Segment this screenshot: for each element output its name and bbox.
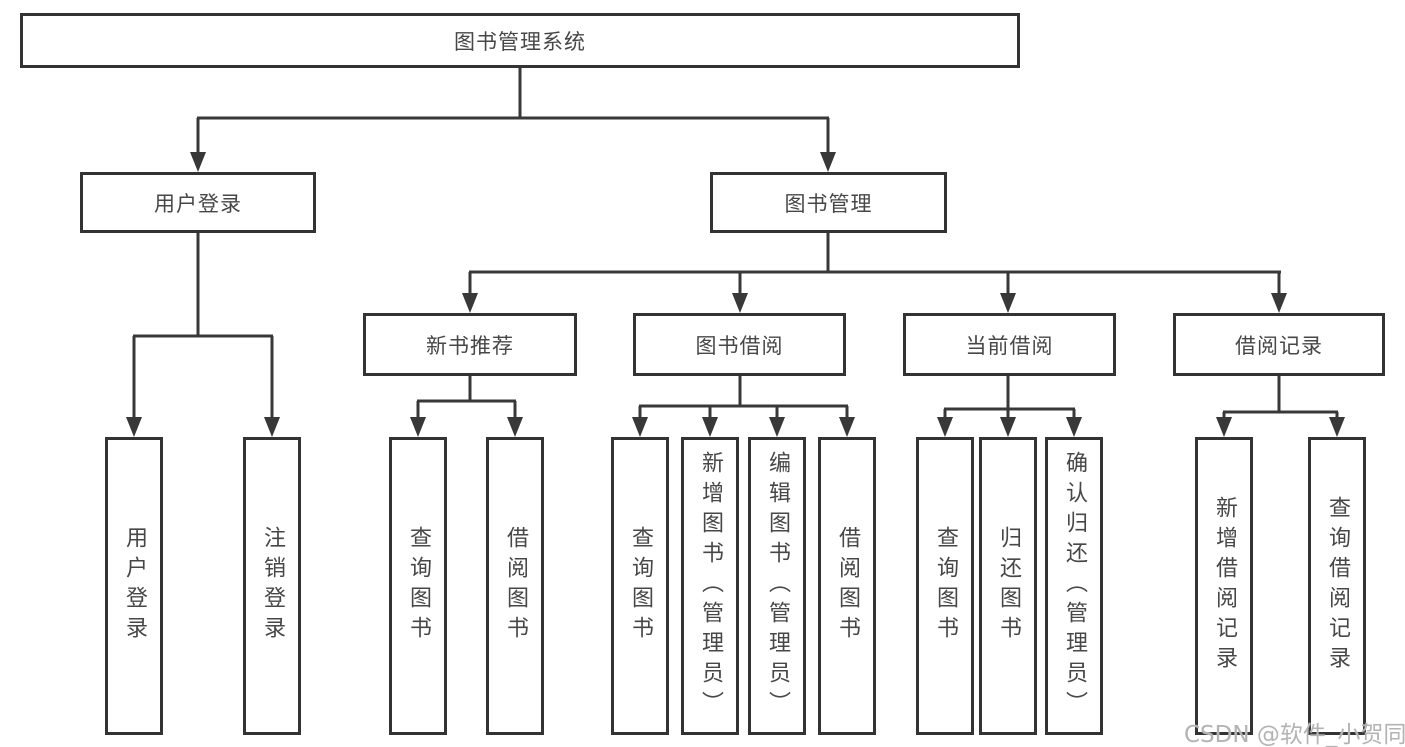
leaf-user-login: 用户登录 bbox=[105, 437, 163, 735]
connector-new-books-to-leaves bbox=[410, 375, 523, 437]
node-label: 新书推荐 bbox=[426, 333, 514, 358]
node-new-book-recommendation: 新书推荐 bbox=[363, 313, 577, 376]
connector-book-management-to-level2 bbox=[462, 231, 1287, 313]
connector-borrow-records-to-leaves bbox=[1216, 375, 1345, 437]
leaf-add-borrow-record: 新增借阅记录 bbox=[1195, 437, 1253, 735]
leaf-label: 查询图书 bbox=[933, 526, 958, 646]
node-book-management: 图书管理 bbox=[710, 172, 947, 233]
leaf-query-borrow-record: 查询借阅记录 bbox=[1308, 437, 1366, 735]
leaf-label: 归还图书 bbox=[996, 526, 1021, 646]
leaf-logout: 注销登录 bbox=[243, 437, 301, 735]
node-label: 当前借阅 bbox=[965, 333, 1054, 358]
connector-current-borrow-to-leaves bbox=[937, 375, 1082, 437]
connector-book-borrow-to-leaves bbox=[632, 375, 855, 437]
connector-user-login-to-leaves bbox=[126, 231, 280, 437]
node-library-management-system: 图书管理系统 bbox=[20, 13, 1020, 68]
node-label: 用户登录 bbox=[154, 191, 242, 216]
leaf-label: 用户登录 bbox=[122, 526, 147, 646]
leaf-edit-book-admin: 编辑图书（管理员） bbox=[748, 437, 806, 735]
leaf-label: 查询图书 bbox=[628, 526, 653, 646]
leaf-add-book-admin: 新增图书（管理员） bbox=[681, 437, 739, 735]
leaf-borrow-books: 借阅图书 bbox=[818, 437, 876, 735]
leaf-confirm-return-admin: 确认归还（管理员） bbox=[1045, 437, 1103, 735]
leaf-return-books: 归还图书 bbox=[979, 437, 1037, 735]
leaf-label: 确认归还（管理员） bbox=[1062, 451, 1087, 721]
leaf-label: 查询图书 bbox=[406, 526, 431, 646]
leaf-label: 新增图书（管理员） bbox=[698, 451, 723, 721]
node-borrowing-records: 借阅记录 bbox=[1173, 313, 1385, 376]
node-label: 图书借阅 bbox=[695, 333, 784, 358]
leaf-label: 注销登录 bbox=[260, 526, 285, 646]
leaf-label: 借阅图书 bbox=[503, 526, 528, 646]
leaf-label: 查询借阅记录 bbox=[1325, 496, 1350, 676]
node-current-borrowing: 当前借阅 bbox=[903, 313, 1116, 376]
watermark: CSDN @软件_小贺同学 bbox=[1184, 722, 1405, 747]
leaf-label: 编辑图书（管理员） bbox=[765, 451, 790, 721]
node-label: 图书管理 bbox=[784, 191, 873, 216]
leaf-query-books-borrow: 查询图书 bbox=[611, 437, 669, 735]
leaf-query-books-current: 查询图书 bbox=[916, 437, 974, 735]
leaf-query-books-new: 查询图书 bbox=[389, 437, 447, 735]
node-book-borrowing: 图书借阅 bbox=[633, 313, 846, 376]
connector-root-to-level1 bbox=[190, 67, 836, 172]
node-label: 借阅记录 bbox=[1235, 333, 1323, 358]
leaf-label: 借阅图书 bbox=[835, 526, 860, 646]
leaf-borrow-books-new: 借阅图书 bbox=[486, 437, 544, 735]
leaf-label: 新增借阅记录 bbox=[1212, 496, 1237, 676]
node-label: 图书管理系统 bbox=[454, 29, 586, 54]
node-user-login: 用户登录 bbox=[80, 172, 316, 233]
